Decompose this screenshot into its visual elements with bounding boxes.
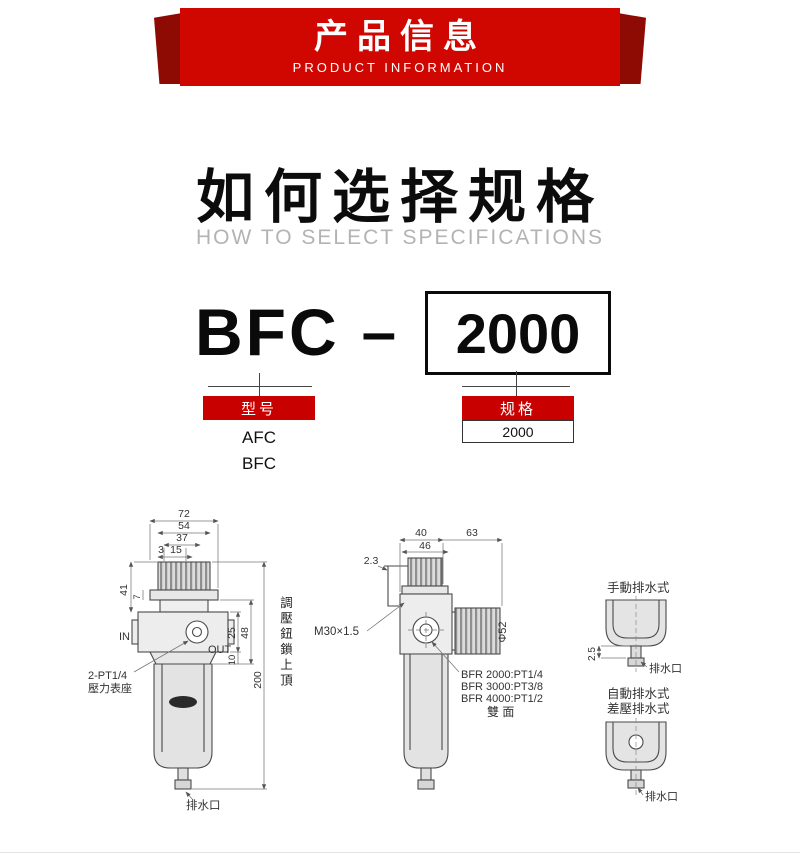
- model-dash: –: [361, 297, 397, 367]
- front-view-part: [131, 561, 235, 790]
- diameter-label: Φ52: [497, 621, 509, 642]
- banner-title: 产品信息: [314, 17, 486, 56]
- banner: 产品信息 PRODUCT INFORMATION: [180, 8, 620, 86]
- knob-lock-note: 調壓鈕鎖上頂: [278, 596, 292, 689]
- spec-connector-vline: [516, 371, 517, 396]
- dim-10: 10: [227, 655, 238, 666]
- dim-15: 15: [170, 544, 182, 556]
- dim-200: 200: [252, 671, 264, 689]
- side-view-dim-lines: [366, 537, 503, 673]
- front-view-dim-lines: [128, 518, 267, 801]
- front-drain-label: 排水口: [186, 798, 221, 812]
- dim-25: 25: [226, 627, 238, 639]
- port-spec-line-3: BFR 4000:PT1/2: [461, 693, 543, 705]
- dim-63: 63: [466, 527, 478, 539]
- spec-value: 2000: [462, 420, 574, 443]
- auto-drain-port-label: 排水口: [645, 789, 678, 803]
- front-view-labels: 72 54 37 3 15 41 7 25 48 10 200 IN OUT 2…: [88, 508, 264, 812]
- manual-drain-port-label: 排水口: [649, 661, 682, 675]
- manual-drain-dim: 2.5: [587, 647, 598, 661]
- thread-label: M30×1.5: [314, 626, 359, 638]
- side-view-part: [384, 557, 501, 790]
- dim-3: 3: [158, 544, 164, 556]
- auto-drain-part: [605, 718, 667, 796]
- dim-41: 41: [118, 584, 130, 596]
- dim-48: 48: [239, 627, 251, 639]
- both-sides-label: 雙 面: [487, 705, 514, 719]
- banner-ribbon: 产品信息 PRODUCT INFORMATION: [154, 8, 646, 86]
- auto-drain-title-2: 差壓排水式: [607, 702, 670, 716]
- port-spec-line-1: BFR 2000:PT1/4: [461, 669, 543, 681]
- bottom-divider: [0, 852, 800, 853]
- model-prefix: BFC: [195, 295, 340, 369]
- dim-37: 37: [176, 532, 188, 544]
- side-view-labels: 40 63 46 2.3 M30×1.5 Φ52 BFR 2000:PT1/4 …: [314, 527, 543, 719]
- drain-dim-lines: [596, 645, 648, 796]
- technical-drawing: 72 54 37 3 15 41 7 25 48 10 200 IN OUT 2…: [88, 508, 682, 812]
- spec-label: 规格: [462, 396, 574, 420]
- dim-7: 7: [132, 594, 143, 599]
- model-connector-hline: [208, 386, 312, 387]
- banner-subtitle: PRODUCT INFORMATION: [292, 60, 508, 76]
- auto-drain-title-1: 自動排水式: [607, 687, 670, 701]
- port-out-label: OUT: [208, 644, 232, 656]
- drain-labels: 手動排水式 2.5 排水口 自動排水式 差壓排水式 排水口: [587, 581, 682, 803]
- section-subtitle: HOW TO SELECT SPECIFICATIONS: [195, 226, 604, 249]
- section-title: 如何选择规格: [195, 165, 604, 230]
- model-option-afc: AFC: [242, 428, 276, 447]
- dim-40: 40: [415, 527, 427, 539]
- dim-2-3: 2.3: [364, 555, 379, 567]
- model-option-bfc: BFC: [242, 454, 276, 473]
- model-label: 型号: [203, 396, 315, 420]
- dim-54: 54: [178, 520, 190, 532]
- gauge-port-label-2: 壓力表座: [88, 681, 132, 695]
- model-code: BFC –: [195, 290, 396, 374]
- dim-46: 46: [419, 540, 431, 552]
- model-size-box: 2000: [425, 291, 611, 375]
- port-spec-line-2: BFR 3000:PT3/8: [461, 681, 543, 693]
- manual-drain-title: 手動排水式: [607, 581, 670, 595]
- dim-72: 72: [178, 508, 190, 520]
- manual-drain-part: [605, 596, 667, 672]
- gauge-port-label-1: 2-PT1/4: [88, 670, 127, 682]
- spec-connector-hline: [462, 386, 570, 387]
- port-in-label: IN: [119, 631, 130, 643]
- model-connector-vline: [259, 373, 260, 396]
